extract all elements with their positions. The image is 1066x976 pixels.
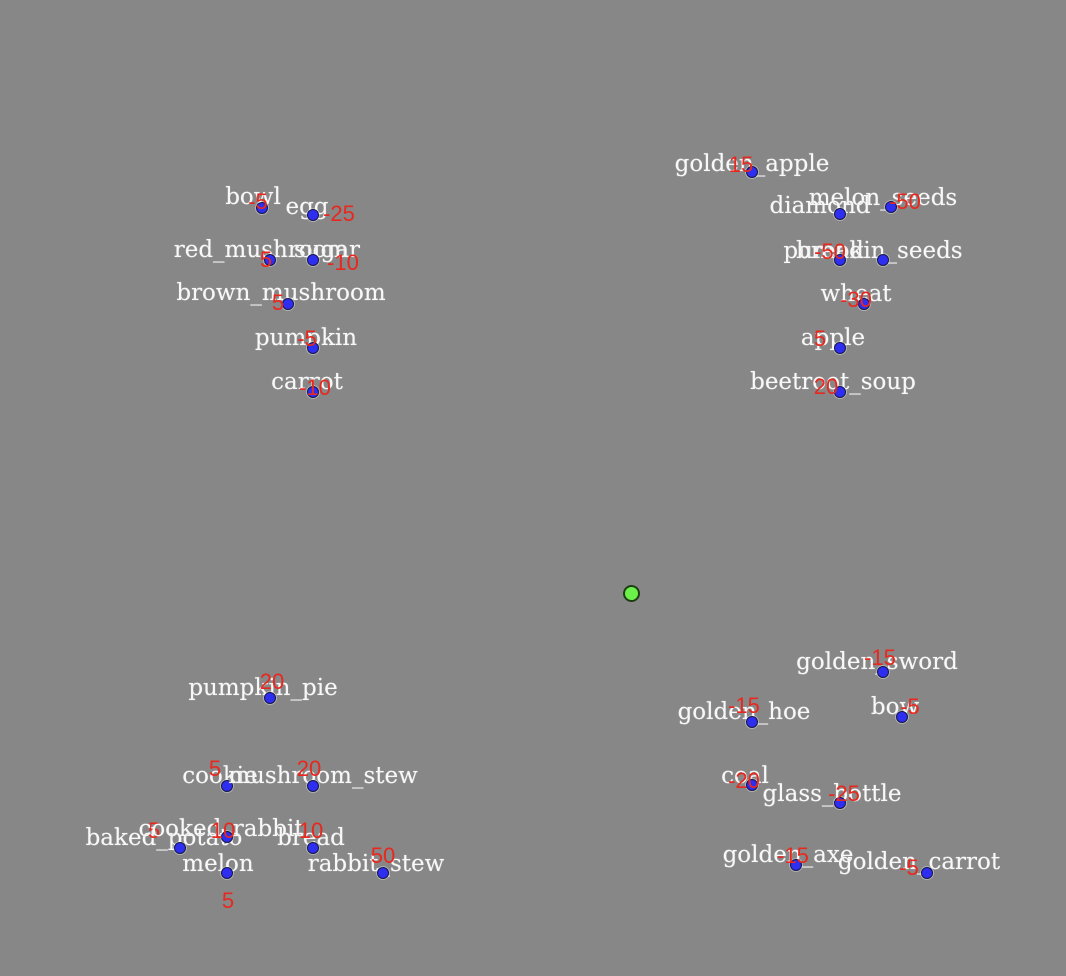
item-value-label: 10 [298, 818, 324, 843]
item-name-label: apple [800, 325, 866, 351]
item-marker-icon [307, 780, 319, 792]
item-name-label: golden_carrot [837, 849, 1001, 875]
item-marker-icon [307, 254, 319, 266]
item-marker-icon [834, 386, 846, 398]
item-marker-icon [307, 209, 319, 221]
item-value-label: -5 [297, 326, 317, 351]
item-value-label: -30 [840, 287, 872, 312]
item-value-label: -5 [900, 694, 920, 719]
item-marker-icon [221, 867, 233, 879]
item-value-label: -50 [814, 239, 846, 264]
item-value-label: -50 [889, 189, 921, 214]
item-marker-icon [921, 867, 933, 879]
item-marker-icon [307, 386, 319, 398]
item-value-label: -20 [728, 768, 760, 793]
item-name-label: glass_bottle [762, 781, 902, 807]
item-marker-icon [834, 797, 846, 809]
item-marker-icon [256, 202, 268, 214]
item-value-label: 5 [208, 756, 222, 781]
item-name-label: golden_hoe [677, 699, 811, 725]
player-marker [623, 585, 640, 602]
item-value-label: -25 [323, 201, 355, 226]
item-name-label: cooked_rabbit [138, 816, 304, 842]
item-marker-icon [282, 298, 294, 310]
item-name-label: carrot [271, 369, 343, 395]
item-value-label: -15 [777, 843, 809, 868]
item-name-label: rabbit_stew [307, 851, 445, 877]
item-name-label: golden_apple [674, 151, 830, 177]
item-marker-icon [877, 666, 889, 678]
item-value-label: -25 [828, 781, 860, 806]
item-marker-icon [264, 692, 276, 704]
item-name-label: bread [796, 238, 864, 264]
item-marker-icon [896, 711, 908, 723]
item-value-label: -10 [299, 375, 331, 400]
item-marker-icon [790, 859, 802, 871]
item-name-label: brown_mushroom [176, 280, 386, 306]
item-name-label: bowl [225, 184, 281, 210]
item-value-label: 10 [210, 818, 236, 843]
item-name-label: golden_axe [722, 842, 854, 868]
item-value-label: 20 [813, 374, 839, 399]
item-value-label: -15 [728, 693, 760, 718]
item-marker-icon [307, 342, 319, 354]
item-marker-icon [834, 342, 846, 354]
item-name-label: diamond [769, 193, 871, 219]
item-marker-icon [885, 201, 897, 213]
item-name-label: melon_seeds [808, 185, 958, 211]
item-marker-icon [746, 779, 758, 791]
item-name-label: mushroom_stew [228, 763, 418, 789]
item-value-label: 20 [296, 756, 322, 781]
item-value-label: 20 [259, 669, 285, 694]
item-marker-icon [221, 831, 233, 843]
item-marker-icon [877, 254, 889, 266]
item-name-label: pumpkin_seeds [783, 238, 963, 264]
item-value-label: 5 [813, 326, 827, 351]
item-marker-icon [174, 842, 186, 854]
item-name-label: cookie [182, 763, 258, 789]
item-marker-icon [377, 867, 389, 879]
item-name-label: beetroot_soup [750, 369, 916, 395]
item-value-label: -10 [327, 250, 359, 275]
item-name-label: red_mushroom [173, 237, 349, 263]
item-name-label: melon [182, 851, 254, 877]
item-marker-icon [834, 208, 846, 220]
item-marker-icon [834, 254, 846, 266]
item-marker-icon [746, 166, 758, 178]
item-marker-icon [307, 842, 319, 854]
item-marker-icon [221, 780, 233, 792]
item-name-label: pumpkin_pie [188, 675, 338, 701]
item-name-label: pumpkin [254, 325, 358, 351]
item-value-label: 5 [271, 290, 285, 315]
item-name-label: bow [870, 694, 920, 720]
item-value-label: -15 [864, 645, 896, 670]
item-name-label: bread [277, 825, 345, 851]
item-name-label: golden_sword [796, 649, 958, 675]
item-name-label: baked_potato [85, 825, 243, 851]
item-value-label: 5 [221, 888, 235, 913]
item-marker-icon [746, 716, 758, 728]
item-name-label: wheat [820, 281, 892, 307]
item-marker-icon [858, 298, 870, 310]
item-marker-icon [264, 254, 276, 266]
item-value-label: 5 [147, 818, 161, 843]
item-value-label: 50 [370, 843, 396, 868]
item-value-label: 5 [259, 247, 273, 272]
item-value-label: 15 [728, 152, 754, 177]
item-value-label: -5 [248, 189, 268, 214]
item-value-label: -5 [899, 855, 919, 880]
